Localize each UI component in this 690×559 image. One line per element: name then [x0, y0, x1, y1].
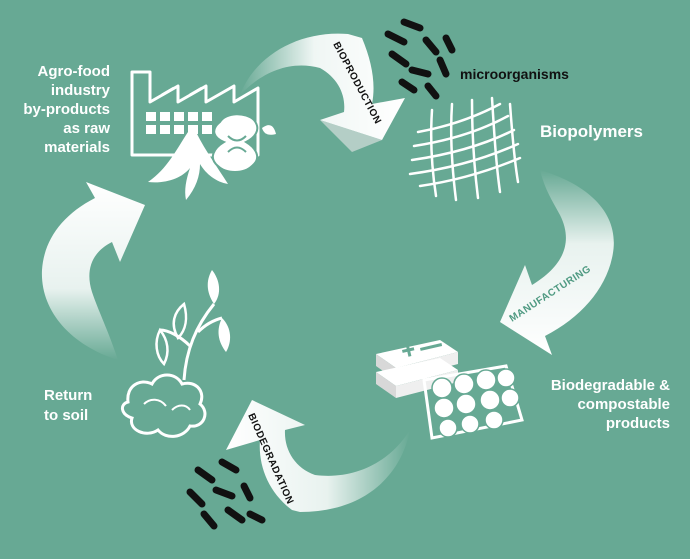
- product-box-icon: [376, 340, 458, 398]
- label-line: Agro-food: [37, 63, 110, 80]
- label-agro-food: Agro-food industry by-products as raw ma…: [0, 62, 110, 157]
- label-line: compostable: [577, 396, 670, 413]
- label-line: as raw: [63, 120, 110, 137]
- label-return-to-soil: Return to soil: [44, 386, 114, 426]
- label-line: Biodegradable &: [550, 377, 670, 394]
- microbe-icon: [384, 18, 456, 100]
- label-line: by-products: [23, 101, 110, 118]
- label-line: products: [605, 415, 670, 432]
- return-arrow: [41, 182, 145, 360]
- apple-core-icon: [211, 113, 276, 173]
- label-microorganisms: microorganisms: [460, 66, 569, 82]
- label-line: industry: [50, 82, 110, 99]
- factory-icon: [130, 70, 260, 157]
- label-biopolymers: Biopolymers: [540, 122, 643, 141]
- banana-peel-icon: [148, 132, 228, 200]
- biodegradation-arrow: BIODEGRADATION: [226, 400, 410, 512]
- polymer-mesh-icon: [408, 96, 522, 202]
- label-products: Biodegradable & compostable products: [530, 376, 670, 433]
- soil-cloud-icon: [121, 373, 207, 438]
- label-line: Return: [44, 387, 93, 404]
- tomato-tray-icon: [422, 364, 524, 440]
- bioproduction-arrow: BIOPRODUCTION: [240, 33, 405, 152]
- label-line: materials: [44, 139, 110, 156]
- label-line: to soil: [44, 407, 89, 424]
- plant-sprout-icon: [155, 270, 231, 381]
- microbe-icon: [186, 458, 266, 530]
- manufacturing-arrow: MANUFACTURING: [500, 170, 614, 355]
